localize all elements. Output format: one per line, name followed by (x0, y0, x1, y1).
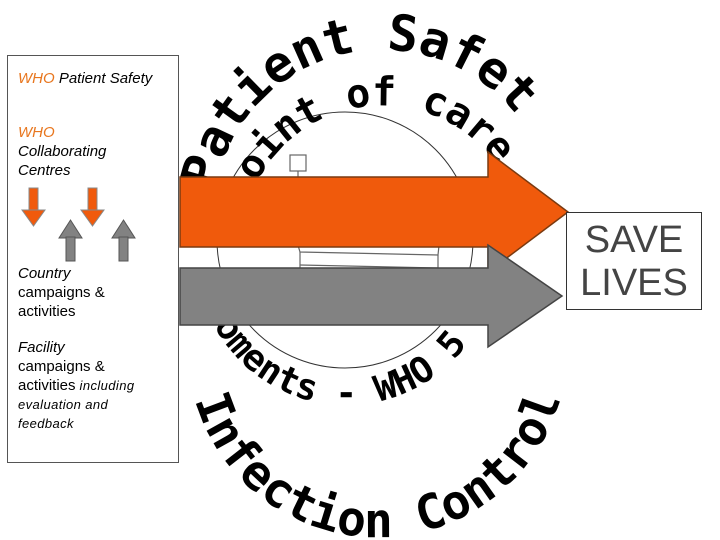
country-campaigns-label: Country campaigns & activities (18, 264, 105, 321)
orange-down-arrow-1 (21, 187, 46, 227)
collaborating-centres-label: WHO Collaborating Centres (18, 123, 106, 180)
including-text: including (75, 378, 135, 393)
evaluation-line: evaluation and (18, 397, 109, 412)
patient-safety-text: Patient Safety (54, 70, 153, 87)
country-line2: campaigns & (18, 284, 105, 301)
facility-line3: activities (18, 377, 76, 394)
collab-line3: Centres (18, 162, 71, 179)
facility-line1: Facility (18, 339, 65, 356)
gray-up-arrow-2 (111, 219, 136, 262)
who-prefix: WHO (18, 70, 55, 87)
who-patient-safety-label: WHO Patient Safety (18, 69, 152, 88)
gray-arrow (179, 243, 564, 349)
lives-text: LIVES (580, 262, 688, 304)
country-line1: Country (18, 265, 71, 282)
orange-arrow (179, 150, 570, 274)
save-lives-box: SAVE LIVES (566, 212, 702, 310)
save-text: SAVE (584, 219, 684, 261)
collab-who: WHO (18, 124, 55, 141)
small-arrows (21, 187, 136, 262)
orange-down-arrow-2 (80, 187, 105, 227)
facility-campaigns-label: Facility campaigns & activities includin… (18, 338, 134, 433)
gray-up-arrow-1 (58, 219, 83, 262)
side-panel: WHO Patient Safety WHO Collaborating Cen… (7, 55, 179, 463)
country-line3: activities (18, 303, 76, 320)
facility-line2: campaigns & (18, 358, 105, 375)
collab-line2: Collaborating (18, 143, 107, 160)
feedback-line: feedback (18, 416, 74, 431)
